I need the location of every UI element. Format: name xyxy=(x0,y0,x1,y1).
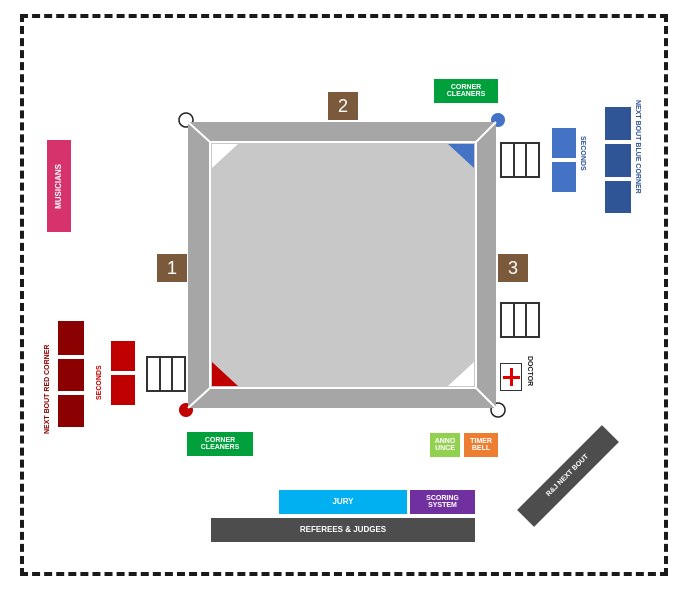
corner-cleaners-bottom-line1: CORNER xyxy=(204,436,236,444)
ring-side-1-label: 1 xyxy=(157,254,187,282)
announcer-line2: UNCE xyxy=(435,445,455,452)
next-bout-blue-label: NEXT BOUT BLUE CORNER xyxy=(634,100,641,194)
scoring-line1: SCORING xyxy=(426,494,459,502)
ring-side-3-label: 3 xyxy=(498,254,528,282)
ring-side-2-label: 2 xyxy=(328,92,358,120)
venue-boundary xyxy=(20,14,668,576)
announcer-station: ANNO UNCE xyxy=(430,433,460,457)
corner-pad-bottom-right xyxy=(448,362,474,386)
blue-seconds-label: SECONDS xyxy=(579,136,586,171)
next-bout-blue-seat-1 xyxy=(604,106,632,141)
next-bout-red-seat-2 xyxy=(57,358,85,392)
next-bout-red-seat-3 xyxy=(57,394,85,428)
musicians-label: MUSICIANS xyxy=(53,163,63,209)
referees-judges-table: REFEREES & JUDGES xyxy=(211,518,475,542)
red-seconds-seat-1 xyxy=(110,340,136,372)
doctor-label: DOCTOR xyxy=(526,356,533,387)
corner-cleaners-bottom: CORNER CLEANERS xyxy=(187,432,253,456)
corner-cleaners-top-line1: CORNER xyxy=(450,83,482,91)
stairs-side-3 xyxy=(500,302,540,338)
corner-cleaners-top: CORNER CLEANERS xyxy=(434,79,498,103)
next-bout-blue-seat-2 xyxy=(604,143,632,178)
announcer-line1: ANNO xyxy=(434,437,456,445)
jury-table: JURY xyxy=(279,490,407,514)
stairs-red-corner xyxy=(146,356,186,392)
blue-seconds-seat-2 xyxy=(551,161,577,193)
corner-pad-red xyxy=(212,362,238,386)
red-seconds-seat-2 xyxy=(110,374,136,406)
ring-canvas xyxy=(209,141,477,389)
doctor-station xyxy=(500,363,522,391)
scoring-system-table: SCORING SYSTEM xyxy=(410,490,475,514)
next-bout-red-seat-1 xyxy=(57,320,85,356)
timer-bell-station: TIMER BELL xyxy=(464,433,498,457)
corner-cleaners-bottom-line2: CLEANERS xyxy=(200,444,240,451)
corner-cleaners-top-line2: CLEANERS xyxy=(446,91,486,98)
musicians-area: MUSICIANS xyxy=(47,140,71,232)
next-bout-blue-seat-3 xyxy=(604,180,632,214)
red-seconds-label: SECONDS xyxy=(96,365,103,400)
scoring-line2: SYSTEM xyxy=(428,502,457,509)
corner-pad-blue xyxy=(448,144,474,168)
referees-judges-label: REFEREES & JUDGES xyxy=(299,524,387,534)
blue-seconds-seat-1 xyxy=(551,127,577,159)
stairs-blue-corner xyxy=(500,142,540,178)
next-bout-red-label: NEXT BOUT RED CORNER xyxy=(44,344,51,434)
timer-line2: BELL xyxy=(471,445,491,452)
jury-label: JURY xyxy=(332,496,354,506)
corner-pad-top-left xyxy=(212,144,238,168)
timer-line1: TIMER xyxy=(470,437,492,445)
